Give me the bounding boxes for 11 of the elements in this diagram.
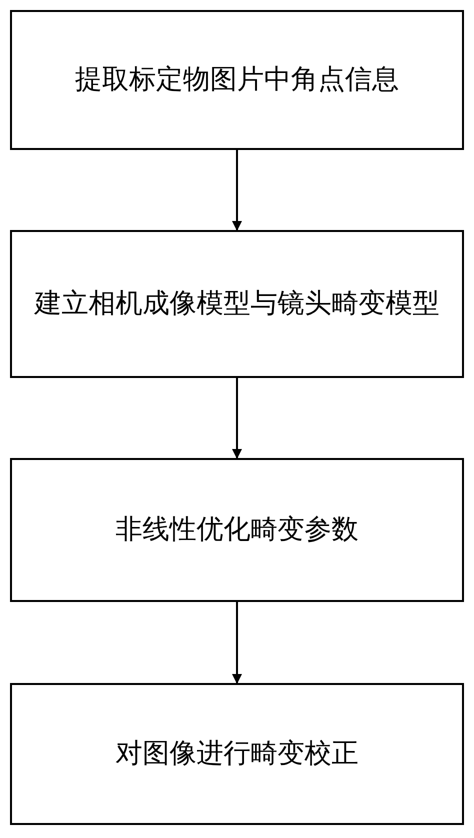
- arrow: [232, 602, 242, 684]
- arrow: [232, 150, 242, 231]
- process-box: [10, 230, 464, 378]
- process-box: [10, 10, 464, 150]
- step-text: 非线性优化畸变参数: [116, 513, 358, 547]
- arrow: [232, 378, 242, 459]
- step-text: 对图像进行畸变校正: [116, 737, 358, 771]
- step-text: 建立相机成像模型与镜头畸变模型: [34, 287, 440, 321]
- step-text: 提取标定物图片中角点信息: [75, 63, 399, 97]
- process-box: [10, 458, 464, 602]
- process-box: [10, 683, 464, 825]
